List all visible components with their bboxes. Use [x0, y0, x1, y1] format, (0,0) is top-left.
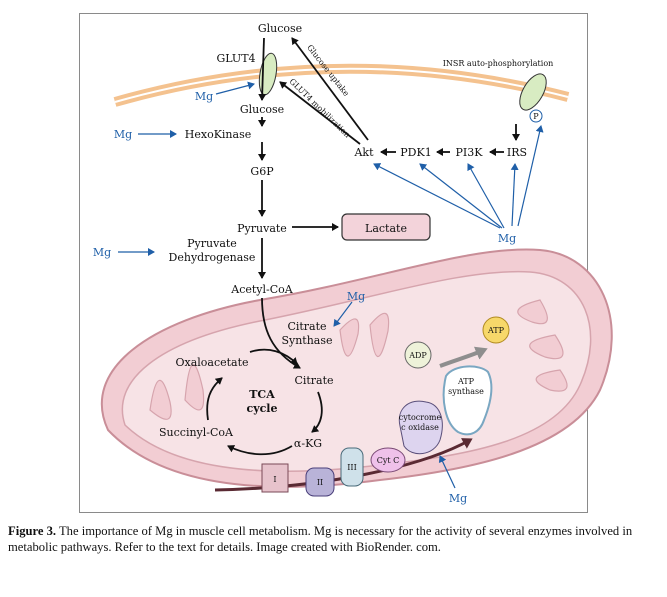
citrate-synthase-line1: Citrate [287, 320, 326, 333]
cyt-c-shape [370, 447, 406, 473]
acetyl-coa-label: Acetyl-CoA [230, 283, 294, 296]
mg-arrow-akt [373, 163, 501, 229]
mg-arrow-citrate-synthase [333, 301, 353, 327]
phospho-label: P [533, 112, 539, 121]
pdh-label-line1: Pyruvate [187, 237, 237, 250]
cytochrome-oxidase-shape [398, 400, 443, 455]
mg-label-pdh: Mg [93, 246, 111, 259]
adp-label: ADP [408, 351, 427, 360]
arrow-adp-atp [439, 346, 488, 368]
tca-label-line1: TCA [249, 388, 275, 401]
arrow-akt-glut4-mobilization [279, 81, 361, 145]
citrate-synthase-line2: Synthase [281, 334, 332, 347]
citrate-label: Citrate [294, 374, 333, 387]
atp-synthase-label-line1: ATP [457, 377, 475, 386]
arrow-tca-succinyl-oxaloacetate [206, 377, 223, 421]
atp-synthase-label-line2: synthase [448, 387, 484, 396]
metabolism-diagram: P [93, 22, 613, 505]
irs-label: IRS [507, 146, 527, 159]
tca-label-line2: cycle [247, 402, 278, 415]
cytochrome-label-line1: cytocrome [399, 413, 442, 422]
arrow-tca-oxaloacetate-citrate [249, 348, 298, 365]
mg-arrow-irs [510, 163, 519, 227]
mg-arrow-insr [517, 125, 544, 227]
akt-label: Akt [353, 146, 374, 159]
hexokinase-label: HexoKinase [185, 128, 251, 141]
pdk1-label: PDK1 [400, 146, 431, 159]
complex-iii-shape [340, 447, 364, 487]
mg-arrow-pi3k [467, 163, 505, 229]
mg-label-signaling: Mg [498, 232, 516, 245]
mg-label-glut4: Mg [195, 90, 213, 103]
oxaloacetate-label: Oxaloacetate [175, 356, 248, 369]
mg-label-hexokinase: Mg [114, 128, 132, 141]
g6p-label: G6P [250, 165, 274, 178]
arrow-tca-citrate-akg [311, 391, 323, 433]
cytochrome-label-line2: c oxidase [401, 423, 439, 432]
mg-label-citrate-synthase: Mg [347, 290, 365, 303]
pdh-label-line2: Dehydrogenase [169, 251, 256, 264]
caption-label: Figure 3. [8, 524, 57, 538]
arrow-tca-akg-succinyl [227, 445, 293, 456]
insr-receptor: P [519, 73, 547, 123]
lactate-box [341, 213, 431, 241]
mitochondrion [101, 248, 613, 492]
atp-molecule [482, 316, 510, 344]
complex-i-shape [261, 463, 289, 493]
akg-label: α-KG [294, 437, 322, 450]
electron-transport-chain [261, 400, 443, 497]
caption-text: The importance of Mg in muscle cell meta… [8, 524, 633, 554]
arrow-akt-glucose-uptake [291, 37, 369, 141]
glucose-extracellular: Glucose [258, 22, 302, 35]
insr-label: INSR auto-phosphorylation [443, 59, 554, 68]
figure-frame [79, 13, 588, 513]
mg-arrow-glut4 [215, 81, 255, 95]
complex-iii-label: III [347, 463, 356, 472]
pi3k-label: PI3K [456, 146, 484, 159]
cell-membrane [113, 63, 570, 107]
pyruvate-label: Pyruvate [237, 222, 287, 235]
figure-caption: Figure 3. The importance of Mg in muscle… [8, 523, 663, 555]
glucose-intracellular: Glucose [240, 103, 284, 116]
mg-arrow-cytochrome [438, 455, 456, 489]
mg-arrow-pdk1 [419, 163, 503, 229]
atp-label: ATP [487, 326, 505, 335]
glut4-label: GLUT4 [216, 52, 255, 65]
mg-label-cytochrome: Mg [449, 492, 467, 505]
adp-molecule [404, 341, 432, 369]
lactate-label: Lactate [365, 222, 407, 235]
complex-i-label: I [273, 475, 276, 484]
atp-synthase [442, 365, 493, 436]
complex-ii-label: II [317, 478, 323, 487]
glut4-transporter [258, 52, 278, 96]
complex-ii-shape [305, 467, 335, 497]
arrow-glut4-in [258, 37, 267, 101]
succinyl-coa-label: Succinyl-CoA [159, 426, 234, 439]
cyt-c-label: Cyt C [377, 456, 400, 465]
